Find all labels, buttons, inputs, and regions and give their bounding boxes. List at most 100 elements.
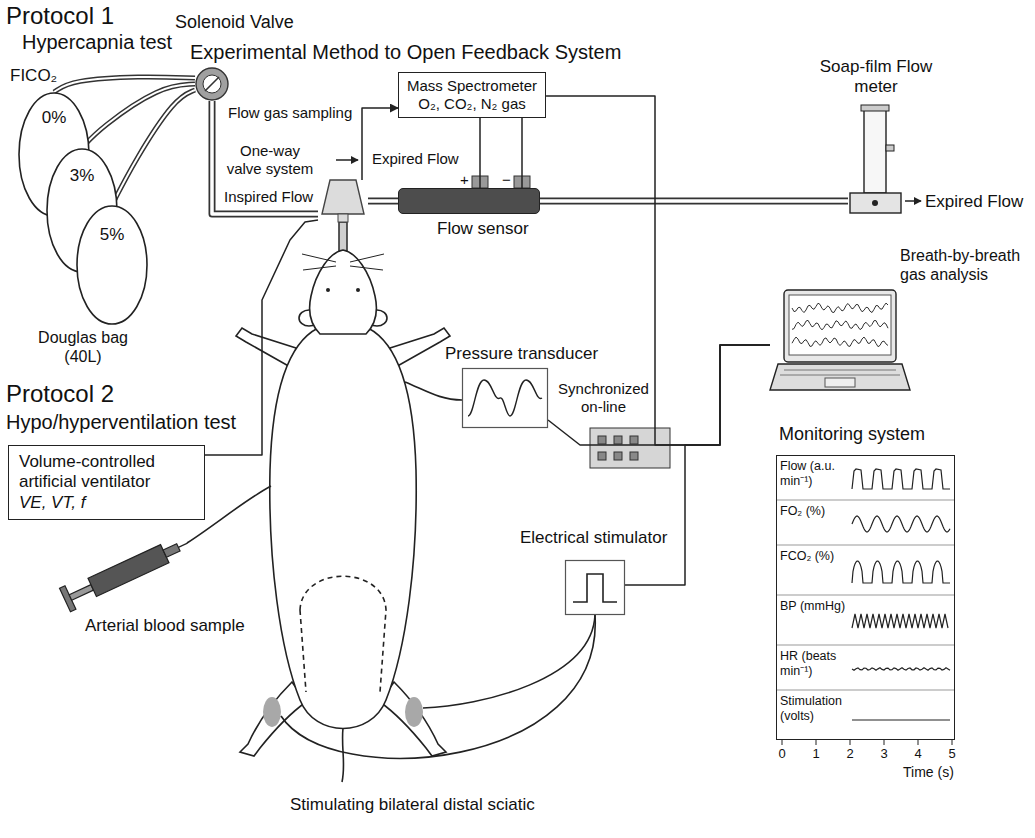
mass-spectrometer-box: Mass SpectrometerO₂, CO₂, N₂ gas	[398, 72, 546, 118]
rat	[236, 222, 450, 782]
laptop-base	[770, 364, 910, 390]
protocol-heading: Protocol 2	[6, 380, 114, 409]
signal-trace	[852, 516, 950, 532]
node-title: Breath-by-breath gas analysis	[900, 246, 1025, 284]
solenoid-valve: Solenoid Valve	[195, 67, 229, 101]
rat-eye	[326, 288, 330, 292]
node-title: Monitoring system	[779, 424, 925, 446]
laptop-screen	[784, 290, 896, 362]
node-title: 0%	[18, 108, 90, 128]
axis-tick: 5	[942, 746, 962, 762]
board-pin	[614, 436, 622, 444]
rat-front-leg	[236, 328, 296, 368]
whisker	[350, 266, 383, 270]
axis-tick-mark	[952, 740, 953, 745]
row-separator	[776, 595, 955, 596]
rat-body	[270, 328, 416, 729]
connector-label: Expired Flow	[370, 150, 461, 168]
node-title: 3%	[46, 166, 118, 186]
connector-line	[540, 198, 848, 205]
syringe-barrel	[88, 545, 169, 597]
node-title: Mass Spectrometer	[407, 77, 537, 95]
gas-fraction-label: FICO₂	[10, 66, 57, 86]
douglas-bag-shape	[76, 205, 148, 325]
rat-front-leg	[390, 328, 450, 368]
pressure-transducer-shape	[462, 368, 548, 428]
pulse-symbol	[573, 574, 617, 602]
stimulation-wire	[281, 615, 595, 758]
connector-line	[368, 198, 398, 205]
row-separator	[776, 690, 955, 691]
valve-body	[196, 68, 228, 100]
whiskers	[302, 254, 384, 270]
connector-line	[112, 90, 195, 205]
signal-label: Stimulation (volts)	[780, 694, 848, 724]
pressure-transducer: Pressure transducer	[462, 368, 548, 428]
tube-connector	[368, 201, 398, 202]
connector-bore	[368, 199, 398, 203]
valve-port	[338, 214, 348, 222]
trackpad	[825, 378, 855, 387]
terminal-sign: −	[502, 171, 511, 189]
connector-line	[82, 84, 195, 148]
row-separator	[776, 500, 955, 501]
laptop-shape	[770, 290, 910, 395]
stimulator-frame	[566, 561, 625, 615]
electrical-stimulator: Electrical stimulator	[565, 560, 625, 615]
electrical-stimulator-shape	[565, 560, 625, 615]
axis-tick: 0	[772, 746, 792, 762]
board-pin	[598, 452, 606, 460]
connector-line	[521, 118, 523, 188]
screen-trace	[792, 303, 888, 313]
douglas-bag: 5%	[76, 205, 148, 325]
flow-arrow	[905, 200, 921, 202]
signal-trace	[852, 668, 950, 670]
board-pin	[630, 436, 638, 444]
node-body: VE, VT, f	[19, 493, 194, 513]
sciatic-site	[405, 697, 423, 727]
wire-connector	[522, 118, 523, 188]
node-title: Soap-film Flow meter	[816, 57, 936, 98]
signal-trace	[852, 719, 950, 720]
monitor-traces	[776, 469, 955, 720]
row-separator	[776, 645, 955, 646]
syringe-tip	[163, 544, 180, 558]
transducer-frame	[463, 369, 548, 428]
signal-label: HR (beats min⁻¹)	[780, 649, 848, 679]
connector-label: Flow gas sampling	[226, 104, 354, 122]
node-title: Flow sensor	[437, 219, 529, 239]
connector-label: Inspired Flow	[222, 188, 315, 206]
hose-connector	[112, 90, 195, 205]
connector-line	[362, 108, 398, 180]
whisker	[350, 254, 384, 262]
valve-outline	[322, 180, 364, 214]
soap-film-flow-meter-shape	[848, 105, 903, 215]
flow-arrow	[336, 159, 358, 161]
bag-outline	[77, 206, 147, 324]
tube-connector	[540, 201, 848, 202]
axis-tick: 2	[840, 746, 860, 762]
whisker	[302, 254, 336, 262]
pressure-wave	[468, 380, 542, 416]
wire-connector	[480, 118, 481, 188]
laptop: Breath-by-breath gas analysis	[770, 290, 910, 395]
axis-tick-mark	[816, 740, 817, 745]
board-pin	[598, 436, 606, 444]
signal-label: BP (mmHg)	[780, 599, 848, 614]
node-title: One-way valve system	[224, 142, 316, 178]
wire-connector	[362, 108, 398, 180]
screen-trace	[792, 337, 888, 347]
flow-label: Expired Flow	[925, 192, 1023, 212]
sciatic-site	[263, 697, 281, 727]
signal-trace	[852, 561, 950, 583]
axis-tick: 4	[908, 746, 928, 762]
node-title: Volume-controlled artificial ventilator	[19, 452, 194, 493]
rat-tail	[342, 728, 344, 782]
rat-hind-leg	[380, 682, 446, 756]
arterial-catheter	[405, 382, 462, 400]
valve-rotor	[205, 77, 219, 91]
syringe-rod	[69, 585, 93, 601]
node-body: O₂, CO₂, N₂ gas	[407, 95, 537, 113]
valve-port	[203, 75, 221, 93]
